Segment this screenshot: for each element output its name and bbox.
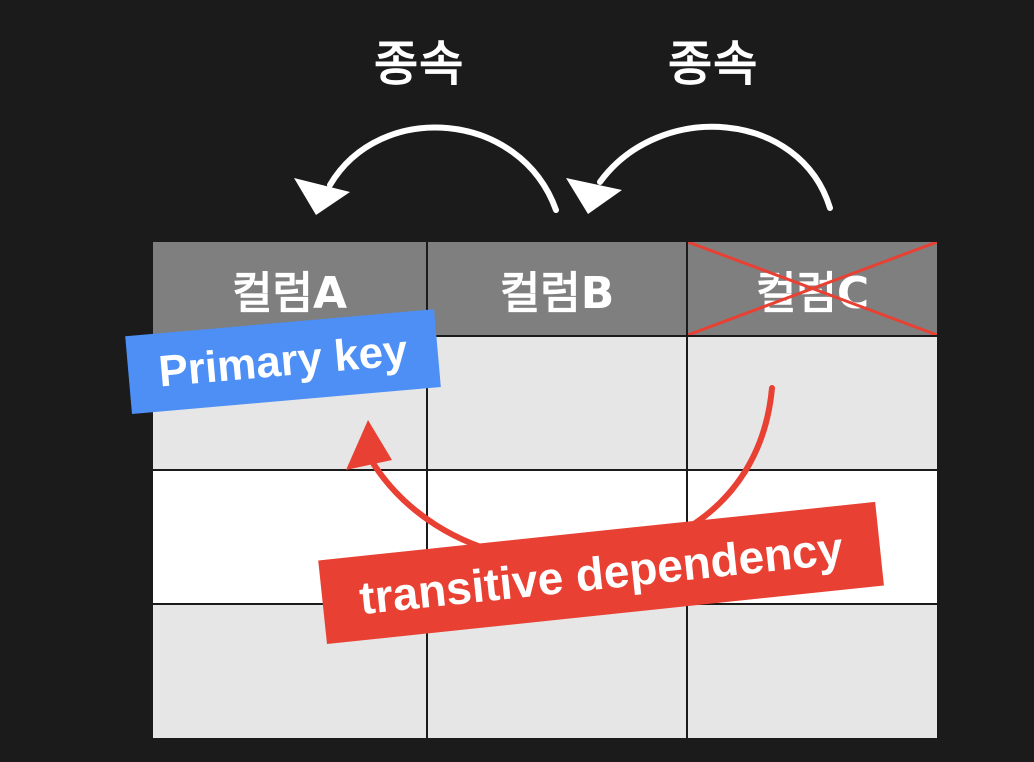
relation-table: 컬럼A 컬럼B 컬럼C (153, 242, 937, 738)
header-column-c: 컬럼C (688, 242, 937, 335)
dependency-label-left: 종속 (374, 36, 465, 92)
cell-r1-b (428, 337, 686, 469)
cell-r1-c (688, 337, 937, 469)
arrow-c-to-b-head (566, 178, 622, 214)
strike-cross-mark (688, 242, 937, 335)
arrow-c-to-b (597, 123, 833, 211)
header-column-b-label: 컬럼B (499, 267, 615, 319)
cell-r3-c (688, 605, 937, 738)
primary-key-tag-label: Primary key (156, 325, 410, 397)
arrow-b-to-a-head (294, 178, 350, 215)
header-column-a-label: 컬럼A (231, 267, 347, 319)
arrow-b-to-a (327, 124, 559, 213)
header-column-b: 컬럼B (428, 242, 686, 335)
dependency-label-right: 종속 (668, 36, 759, 92)
